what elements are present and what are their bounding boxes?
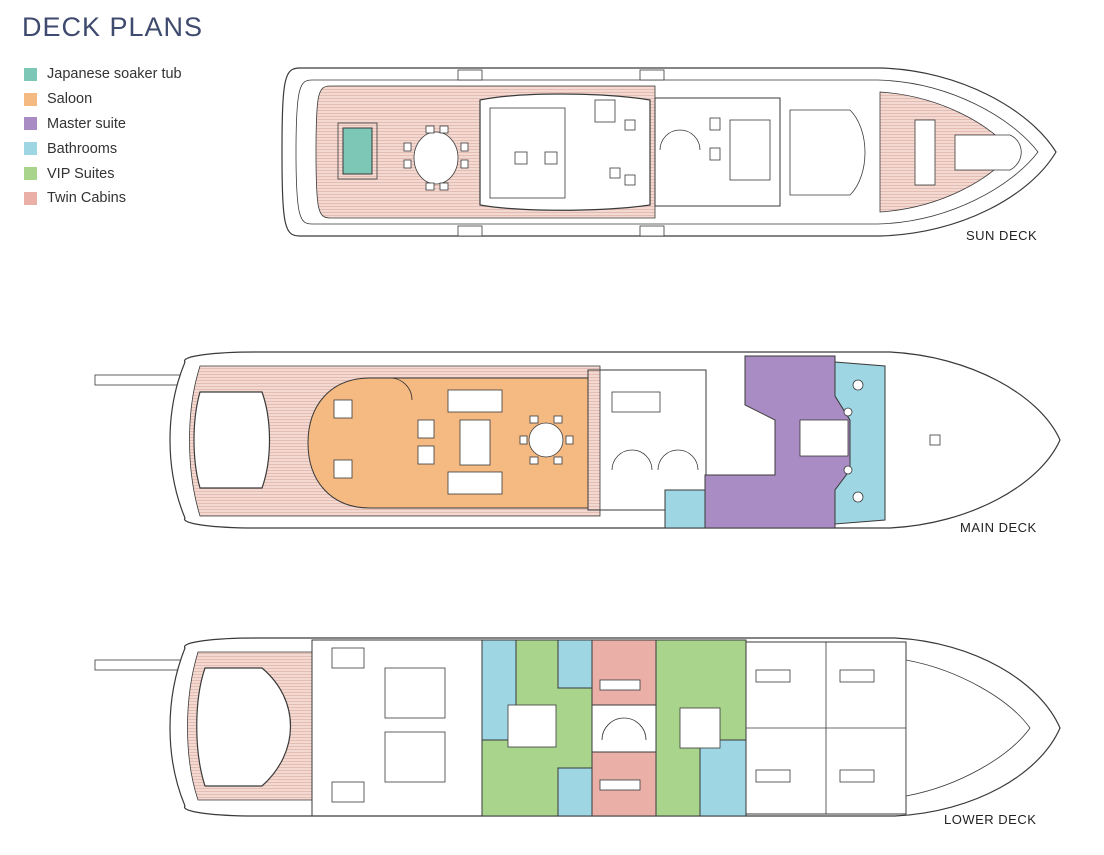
round-table-chairs bbox=[403, 125, 469, 191]
sun-deck-cabinet bbox=[594, 99, 616, 123]
galley-island bbox=[611, 391, 661, 413]
legend-item-bathrooms: Bathrooms bbox=[24, 136, 182, 161]
sun-deck-stool bbox=[609, 167, 621, 179]
galley bbox=[587, 369, 707, 511]
legend-swatch bbox=[24, 167, 37, 181]
vip-bath-3 bbox=[557, 767, 593, 817]
vip-bed bbox=[507, 704, 557, 748]
main-deck-spiral-stair bbox=[611, 449, 653, 471]
legend-label: Japanese soaker tub bbox=[47, 66, 182, 83]
legend-label: VIP Suites bbox=[47, 165, 115, 182]
soaker-tub bbox=[342, 127, 373, 175]
sun-deck-hull-inner bbox=[295, 79, 1039, 225]
legend-swatch bbox=[24, 117, 37, 131]
master-bed bbox=[799, 419, 849, 457]
aft-table bbox=[333, 459, 353, 479]
fender-top bbox=[457, 69, 483, 81]
washbasin bbox=[852, 379, 864, 391]
saloon-dining-chairs bbox=[519, 415, 574, 465]
saloon-dining-table bbox=[528, 422, 564, 458]
legend-label: Twin Cabins bbox=[47, 190, 126, 207]
crew-bunk bbox=[755, 769, 791, 783]
saloon-sofa bbox=[447, 389, 503, 413]
sun-deck-stair bbox=[659, 129, 701, 151]
legend-item-vip-suites: VIP Suites bbox=[24, 161, 182, 186]
legend: Japanese soaker tub Saloon Master suite … bbox=[24, 62, 182, 211]
master-bathroom bbox=[834, 361, 886, 525]
vip-fore-bed bbox=[679, 707, 721, 749]
toilet bbox=[843, 407, 853, 417]
lower-deck-plan bbox=[94, 637, 1061, 817]
bar-seat bbox=[544, 151, 558, 165]
crew-bunk bbox=[839, 769, 875, 783]
legend-item-twin-cabins: Twin Cabins bbox=[24, 186, 182, 211]
vip-bath-2 bbox=[557, 639, 593, 689]
sun-deck-wheelhouse bbox=[654, 97, 781, 207]
main-deck-bathroom bbox=[664, 489, 706, 529]
twin-cabin-1 bbox=[591, 639, 657, 706]
fender-top bbox=[639, 69, 665, 81]
saloon bbox=[307, 377, 589, 509]
lower-deck-stair bbox=[601, 717, 647, 741]
legend-item-saloon: Saloon bbox=[24, 87, 182, 112]
legend-item-soaker-tub: Japanese soaker tub bbox=[24, 62, 182, 87]
fender-bottom bbox=[457, 225, 483, 237]
page-title: DECK PLANS bbox=[22, 12, 204, 42]
helm-console bbox=[729, 119, 771, 181]
engine bbox=[384, 667, 446, 719]
main-deck-plan bbox=[94, 351, 1061, 529]
sun-deck-spa-cover bbox=[789, 109, 866, 196]
armchair bbox=[417, 419, 435, 439]
vip-fore-bath bbox=[699, 739, 747, 817]
main-deck-spiral-stair bbox=[657, 449, 699, 471]
lower-gangway bbox=[94, 659, 186, 671]
toilet bbox=[843, 465, 853, 475]
crew-bunk bbox=[839, 669, 875, 683]
main-deck-label: MAIN DECK bbox=[960, 520, 1037, 535]
lower-deck-aft-cockpit bbox=[196, 667, 291, 787]
davit bbox=[914, 119, 936, 186]
saloon-sofa bbox=[447, 471, 503, 495]
tender-boat bbox=[954, 134, 1022, 171]
twin-bed bbox=[599, 679, 641, 691]
legend-label: Bathrooms bbox=[47, 140, 118, 157]
legend-swatch bbox=[24, 92, 37, 106]
engine bbox=[384, 731, 446, 783]
legend-swatch bbox=[24, 191, 37, 205]
legend-item-master-suite: Master suite bbox=[24, 112, 182, 137]
soaker-tub-frame bbox=[337, 122, 378, 180]
main-deck-stair bbox=[389, 377, 413, 401]
sun-deck-plan bbox=[281, 67, 1057, 237]
legend-swatch bbox=[24, 67, 37, 81]
legend-label: Master suite bbox=[47, 115, 126, 132]
aft-table bbox=[333, 399, 353, 419]
crew-bunk bbox=[755, 669, 791, 683]
lower-deck-label: LOWER DECK bbox=[944, 812, 1037, 827]
twin-bed bbox=[599, 779, 641, 791]
generator bbox=[331, 781, 365, 803]
fender-bottom bbox=[639, 225, 665, 237]
coffee-table bbox=[459, 419, 491, 466]
legend-label: Saloon bbox=[47, 91, 93, 108]
helm-seat bbox=[709, 117, 721, 131]
sun-deck-stool bbox=[624, 119, 636, 131]
generator bbox=[331, 647, 365, 669]
legend-swatch bbox=[24, 142, 37, 156]
bar-seat bbox=[514, 151, 528, 165]
gangway bbox=[94, 374, 186, 386]
washbasin bbox=[852, 491, 864, 503]
fore-hatch bbox=[929, 434, 941, 446]
main-deck-aft-cockpit bbox=[193, 391, 271, 489]
armchair bbox=[417, 445, 435, 465]
helm-seat bbox=[709, 147, 721, 161]
sun-deck-stool bbox=[624, 174, 636, 186]
sun-deck-label: SUN DECK bbox=[966, 228, 1038, 243]
round-table bbox=[413, 131, 459, 185]
anchor-locker bbox=[905, 659, 1031, 797]
